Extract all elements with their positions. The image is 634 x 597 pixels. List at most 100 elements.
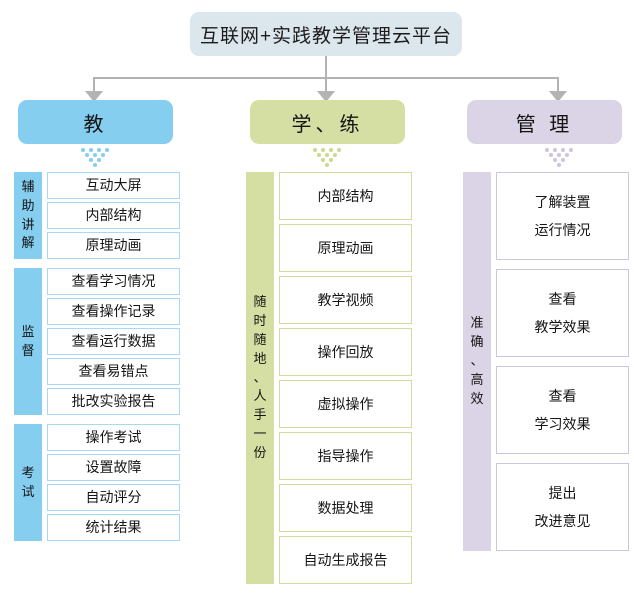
dot-row [93, 163, 97, 167]
dot [93, 163, 97, 167]
connector-drop-teach [93, 77, 95, 93]
group-teach-2: 考试操作考试设置故障自动评分统计结果 [14, 424, 180, 541]
dot-row [313, 148, 341, 152]
column-header-teach[interactable]: 教 [18, 100, 173, 144]
label-char: 人 [253, 388, 267, 404]
feature-item[interactable]: 虚拟操作 [279, 380, 412, 428]
feature-item[interactable]: 指导操作 [279, 432, 412, 480]
item-list: 查看学习情况查看操作记录查看运行数据查看易错点批改实验报告 [47, 268, 180, 415]
arrow-icon-manage [549, 91, 567, 102]
dot-row [321, 158, 333, 162]
label-char: 解 [21, 235, 35, 251]
dot-row [317, 153, 337, 157]
feature-item[interactable]: 自动生成报告 [279, 536, 412, 584]
feature-item[interactable]: 查看学习情况 [47, 268, 180, 295]
feature-item-line: 查看 [548, 290, 577, 307]
feature-item[interactable]: 原理动画 [279, 224, 412, 272]
dot [545, 148, 549, 152]
dot [321, 158, 325, 162]
column-manage: 准确、高效了解装置运行情况查看教学效果查看学习效果提出改进意见 [463, 172, 629, 551]
dot-row [81, 148, 109, 152]
label-char: 随 [253, 331, 267, 347]
dot [317, 153, 321, 157]
label-char: 手 [253, 407, 267, 423]
feature-item[interactable]: 提出改进意见 [496, 463, 629, 551]
label-char: 辅 [21, 178, 35, 194]
dot [553, 158, 557, 162]
dot [93, 153, 97, 157]
column-header-manage[interactable]: 管 理 [467, 100, 622, 144]
item-list: 互动大屏内部结构原理动画 [47, 172, 180, 259]
dot [325, 153, 329, 157]
dot [561, 158, 565, 162]
feature-item[interactable]: 教学视频 [279, 276, 412, 324]
feature-item-line: 运行情况 [534, 222, 591, 238]
item-list: 操作考试设置故障自动评分统计结果 [47, 424, 180, 541]
dot [101, 153, 105, 157]
dot [89, 148, 93, 152]
label-char: 确 [470, 334, 484, 350]
feature-item[interactable]: 内部结构 [47, 202, 180, 229]
dot-row [89, 158, 101, 162]
feature-item[interactable]: 设置故障 [47, 454, 180, 481]
feature-item[interactable]: 查看易错点 [47, 358, 180, 385]
feature-item[interactable]: 互动大屏 [47, 172, 180, 199]
dot [549, 153, 553, 157]
feature-item[interactable]: 统计结果 [47, 514, 180, 541]
dot-row [549, 153, 569, 157]
label-char: 讲 [21, 216, 35, 232]
label-char: 地 [253, 350, 267, 366]
dot-row [325, 163, 329, 167]
feature-item[interactable]: 操作回放 [279, 328, 412, 376]
feature-item-line: 查看 [548, 387, 577, 404]
label-char: 随 [253, 294, 267, 310]
arrow-icon-learn [317, 91, 335, 102]
column-header-learn-practice[interactable]: 学、练 [250, 100, 405, 144]
label-char: 准 [470, 315, 484, 331]
dot [557, 163, 561, 167]
feature-item[interactable]: 查看学习效果 [496, 366, 629, 454]
dot [569, 148, 573, 152]
column-teach: 辅助讲解互动大屏内部结构原理动画监督查看学习情况查看操作记录查看运行数据查看易错… [14, 172, 180, 541]
feature-item[interactable]: 了解装置运行情况 [496, 172, 629, 260]
feature-item[interactable]: 查看运行数据 [47, 328, 180, 355]
feature-item-line: 改进意见 [534, 513, 591, 529]
dot [565, 153, 569, 157]
dot-row [85, 153, 105, 157]
dot-row [557, 163, 561, 167]
dot [313, 148, 317, 152]
feature-item[interactable]: 原理动画 [47, 232, 180, 259]
feature-item[interactable]: 批改实验报告 [47, 388, 180, 415]
feature-item[interactable]: 查看教学效果 [496, 269, 629, 357]
group-label-manage-0: 准确、高效 [463, 172, 491, 551]
group-learn-practice-0: 随时随地、人手一份内部结构原理动画教学视频操作回放虚拟操作指导操作数据处理自动生… [246, 172, 412, 584]
dot [325, 163, 329, 167]
dot-row [545, 148, 573, 152]
dot [553, 148, 557, 152]
label-char: 份 [253, 444, 267, 460]
dot [561, 148, 565, 152]
dot [321, 148, 325, 152]
dot [329, 148, 333, 152]
label-char: 试 [21, 483, 35, 499]
dot [89, 158, 93, 162]
feature-item-line: 了解装置 [534, 193, 591, 210]
feature-item-line: 教学效果 [534, 319, 591, 335]
label-char: 一 [253, 426, 267, 442]
column-learn-practice: 随时随地、人手一份内部结构原理动画教学视频操作回放虚拟操作指导操作数据处理自动生… [246, 172, 412, 584]
feature-item[interactable]: 内部结构 [279, 172, 412, 220]
dot [105, 148, 109, 152]
dot [337, 148, 341, 152]
label-char: 高 [470, 371, 484, 387]
feature-item[interactable]: 自动评分 [47, 484, 180, 511]
dot-chevron-icon-teach [73, 148, 117, 167]
label-char: 助 [21, 197, 35, 213]
feature-item[interactable]: 数据处理 [279, 484, 412, 532]
feature-item[interactable]: 操作考试 [47, 424, 180, 451]
item-list: 内部结构原理动画教学视频操作回放虚拟操作指导操作数据处理自动生成报告 [279, 172, 412, 584]
item-list: 了解装置运行情况查看教学效果查看学习效果提出改进意见 [496, 172, 629, 551]
dot [81, 148, 85, 152]
feature-item[interactable]: 查看操作记录 [47, 298, 180, 325]
dot [329, 158, 333, 162]
